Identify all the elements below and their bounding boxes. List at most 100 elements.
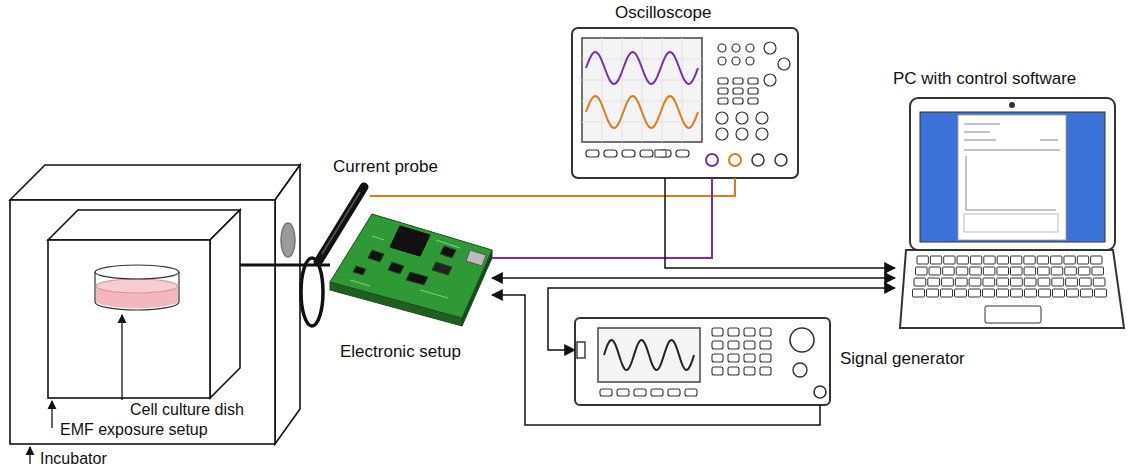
laptop [969, 278, 981, 286]
node-label: Signal generator [840, 350, 965, 369]
incubator-housing [281, 223, 295, 257]
oscilloscope-body [716, 112, 728, 124]
oscilloscope-body [682, 38, 683, 142]
laptop [970, 256, 981, 264]
laptop [943, 267, 955, 275]
circuit-board [466, 250, 486, 266]
oscilloscope-body [756, 112, 768, 124]
laptop [1024, 267, 1036, 275]
signal-generator-body [728, 341, 739, 349]
laptop [1038, 278, 1050, 286]
oscilloscope-body [662, 38, 663, 142]
oscilloscope-body [748, 78, 758, 84]
leader-arrow [121, 315, 122, 400]
laptop: PC with control software [895, 95, 1126, 330]
exposure-box [210, 210, 240, 398]
signal-generator-body [760, 367, 771, 375]
exposure-box [48, 210, 240, 398]
signal-generator-body [604, 340, 694, 370]
signal-generator-body [744, 367, 755, 375]
laptop [1093, 278, 1105, 286]
laptop [955, 289, 967, 297]
oscilloscope-body [586, 150, 599, 157]
signal-generator-body [634, 389, 646, 396]
laptop [1011, 267, 1023, 275]
laptop [1081, 289, 1093, 297]
connector [665, 178, 895, 268]
oscilloscope-body [586, 96, 698, 128]
laptop [964, 214, 1058, 232]
oscilloscope-body [655, 150, 666, 157]
oscilloscope-body [572, 28, 798, 178]
laptop [1053, 289, 1065, 297]
laptop [985, 306, 1041, 323]
laptop [983, 278, 995, 286]
oscilloscope-body [586, 52, 698, 84]
signal-generator-body [744, 341, 755, 349]
incubator-housing [275, 165, 300, 444]
node-label: Electronic setup [340, 343, 461, 362]
signal-generator-body [712, 354, 723, 362]
signal-generator-body [668, 389, 680, 396]
signal-generator-body [760, 328, 771, 336]
laptop [913, 289, 925, 297]
oscilloscope-body [718, 98, 728, 104]
laptop [929, 267, 941, 275]
laptop [913, 256, 1107, 297]
laptop [1011, 278, 1023, 286]
laptop [984, 256, 995, 264]
laptop [930, 256, 941, 264]
laptop [1038, 267, 1050, 275]
laptop [1009, 102, 1015, 108]
laptop [1024, 256, 1035, 264]
node-label: Current probe [333, 158, 438, 177]
incubator-housing [10, 200, 275, 444]
laptop [964, 124, 1060, 210]
incubator: IncubatorEMF exposure setupCell culture … [10, 165, 300, 444]
oscilloscope-body [732, 44, 740, 52]
signal-generator-body [712, 328, 723, 336]
laptop [928, 278, 940, 286]
circuit-board [353, 266, 366, 275]
oscilloscope-body [775, 154, 787, 166]
laptop [955, 278, 967, 286]
oscilloscope: Oscilloscope [572, 28, 798, 178]
laptop [1092, 267, 1104, 275]
laptop [1052, 278, 1064, 286]
oscilloscope-body [733, 88, 743, 94]
oscilloscope-body [572, 28, 798, 178]
laptop [1064, 256, 1075, 264]
circuit-board [432, 262, 452, 275]
signal-generator-body [651, 389, 663, 396]
oscilloscope-body [604, 150, 617, 157]
laptop [1079, 278, 1091, 286]
connector [492, 178, 712, 258]
oscilloscope-body [622, 150, 635, 157]
oscilloscope-body [736, 128, 748, 140]
node-label: Cell culture dish [130, 401, 244, 419]
circuit-board [440, 246, 456, 258]
laptop [997, 278, 1009, 286]
laptop [997, 267, 1009, 275]
laptop [1025, 289, 1037, 297]
laptop [916, 267, 928, 275]
laptop [1078, 267, 1090, 275]
oscilloscope-body [718, 44, 726, 52]
oscilloscope-body [756, 128, 768, 140]
signal-generator-body [744, 328, 755, 336]
oscilloscope-body [732, 57, 740, 65]
oscilloscope-body [746, 57, 754, 65]
laptop [900, 250, 1124, 328]
signal-generator-body [728, 328, 739, 336]
signal-generator-body [617, 389, 629, 396]
oscilloscope-body [733, 78, 743, 84]
laptop [1067, 289, 1079, 297]
signal-generator-body [793, 363, 807, 377]
laptop [1065, 267, 1077, 275]
laptop [942, 278, 954, 286]
laptop [1011, 289, 1023, 297]
oscilloscope-body [736, 112, 748, 124]
laptop [927, 289, 939, 297]
laptop [917, 256, 928, 264]
